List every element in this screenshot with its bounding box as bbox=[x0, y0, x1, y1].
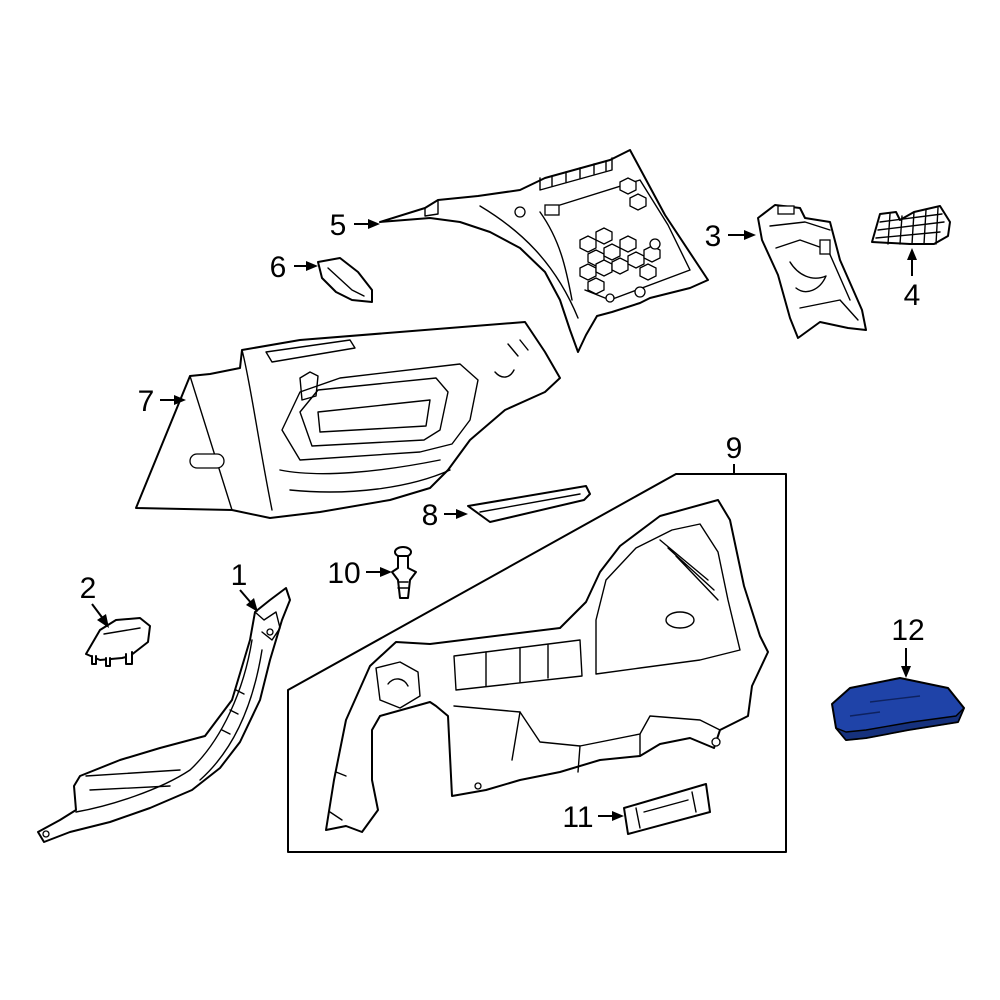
callout-4[interactable]: 4 bbox=[904, 279, 921, 312]
callout-12[interactable]: 12 bbox=[891, 614, 924, 647]
part-2-bracket[interactable] bbox=[85, 617, 151, 667]
part-4-vent-grille[interactable] bbox=[871, 205, 951, 245]
part-5-honeycomb-ribs bbox=[514, 177, 661, 303]
callout-11[interactable]: 11 bbox=[562, 801, 593, 834]
callout-3[interactable]: 3 bbox=[705, 220, 722, 253]
part-6-cover[interactable] bbox=[317, 257, 373, 303]
part-1-lower-pillar-trim[interactable] bbox=[37, 587, 291, 843]
part-8-sill-strip[interactable] bbox=[467, 485, 591, 523]
callout-6[interactable]: 6 bbox=[270, 251, 287, 284]
part-3-pillar-trim[interactable] bbox=[757, 204, 867, 339]
callout-5[interactable]: 5 bbox=[330, 209, 347, 242]
callout-2[interactable]: 2 bbox=[80, 572, 97, 605]
part-5-upper-quarter-trim[interactable] bbox=[379, 149, 709, 353]
part-11-strap[interactable] bbox=[623, 783, 711, 835]
part-9-cargo-trim-panel[interactable] bbox=[325, 499, 769, 833]
callout-1[interactable]: 1 bbox=[231, 559, 248, 592]
part-7-quarter-trim-panel[interactable] bbox=[135, 321, 561, 519]
callout-10[interactable]: 10 bbox=[327, 557, 360, 590]
callout-labels: 5 6 3 4 7 8 9 10 2 1 11 12 bbox=[80, 209, 925, 834]
part-10-clip[interactable] bbox=[391, 546, 417, 599]
callout-9[interactable]: 9 bbox=[726, 432, 743, 465]
callout-8[interactable]: 8 bbox=[422, 499, 439, 532]
callout-7[interactable]: 7 bbox=[138, 385, 155, 418]
part-12-highlighted-cover[interactable] bbox=[831, 677, 965, 741]
callout-leaders bbox=[91, 219, 917, 821]
